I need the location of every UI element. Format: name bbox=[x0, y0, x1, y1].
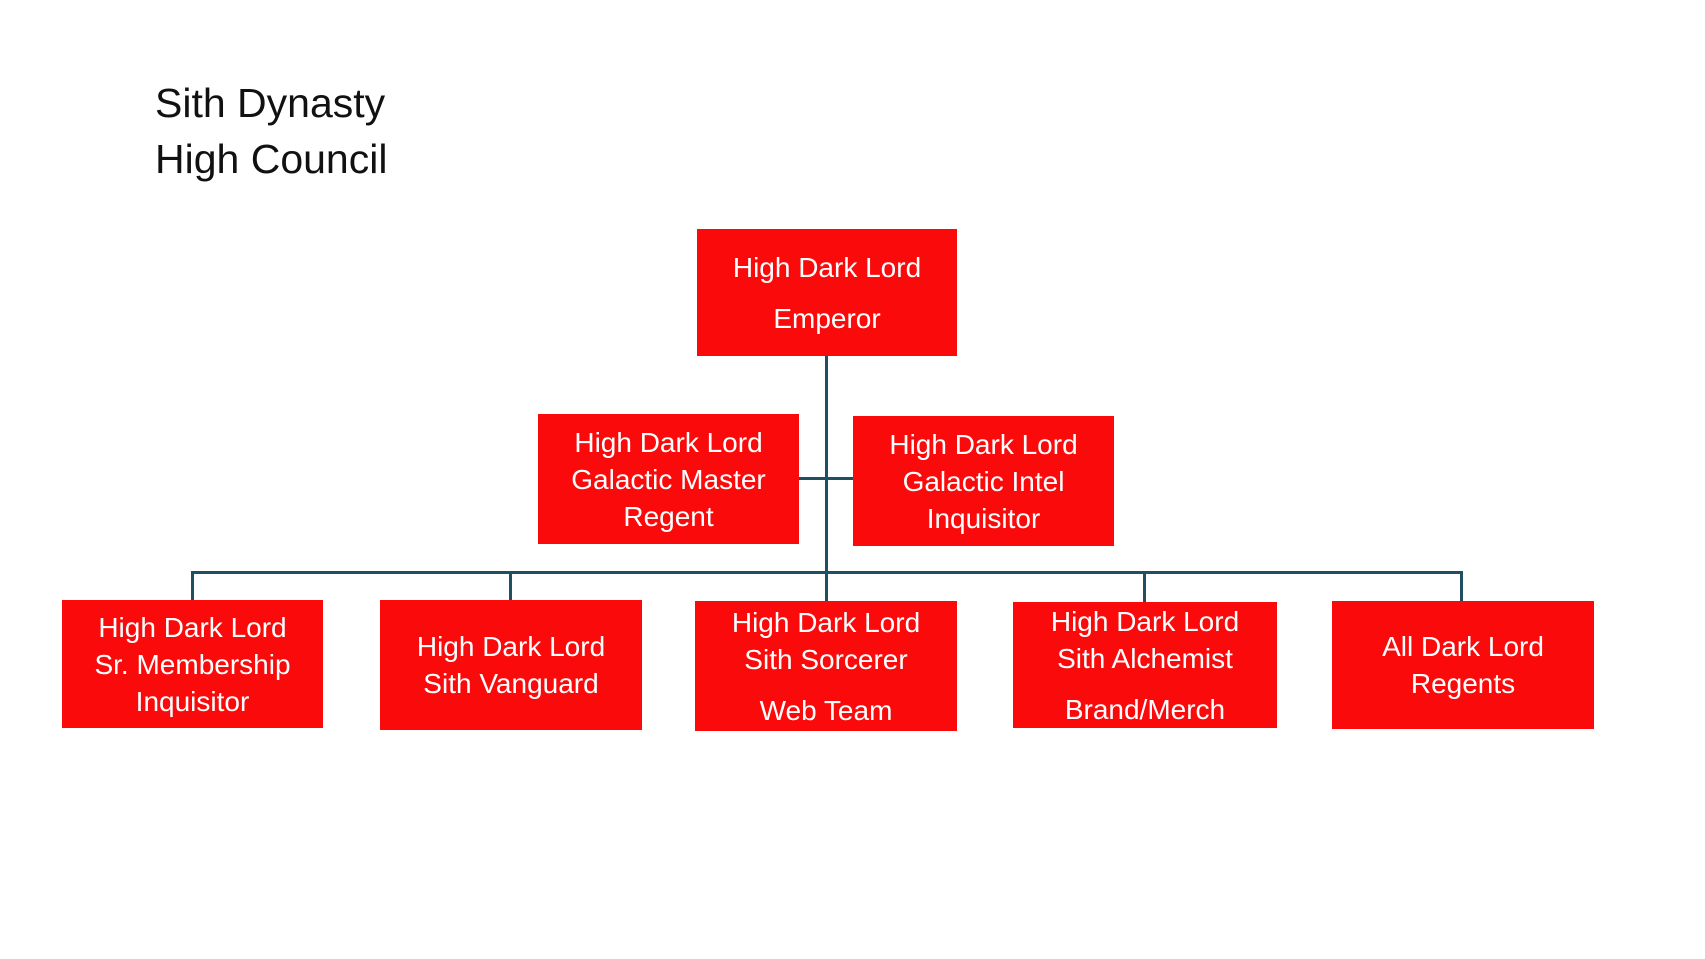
node-line: High Dark Lord bbox=[574, 426, 763, 458]
node-paragraph: Brand/Merch bbox=[1065, 691, 1225, 728]
node-line: Sith Sorcerer bbox=[744, 643, 908, 675]
org-node-all-dark-lord-regents: All Dark Lord Regents bbox=[1332, 601, 1594, 729]
org-node-sith-alchemist-brand-merch: High Dark Lord Sith Alchemist Brand/Merc… bbox=[1013, 602, 1277, 728]
node-line: High Dark Lord bbox=[731, 606, 921, 638]
node-line: Inquisitor bbox=[926, 502, 1041, 534]
node-line: Web Team bbox=[759, 694, 893, 726]
connector-drop-vanguard bbox=[509, 571, 512, 601]
node-line: Galactic Intel bbox=[902, 465, 1065, 497]
diagram-title: Sith Dynasty High Council bbox=[155, 75, 387, 187]
node-line: Regents bbox=[1410, 668, 1516, 699]
connector-stub-mid-level bbox=[799, 477, 853, 480]
node-paragraph: High Dark Lord Sith Alchemist bbox=[1051, 603, 1239, 677]
node-line: Regent bbox=[623, 500, 714, 532]
node-paragraph: High Dark Lord Galactic Intel Inquisitor bbox=[889, 426, 1077, 537]
org-node-galactic-master-regent: High Dark Lord Galactic Master Regent bbox=[538, 414, 799, 544]
node-line: Emperor bbox=[773, 302, 881, 334]
connector-bus-bottom-row bbox=[191, 571, 1463, 574]
node-line: High Dark Lord bbox=[416, 631, 606, 662]
org-node-sith-sorcerer-web-team: High Dark Lord Sith Sorcerer Web Team bbox=[695, 601, 957, 731]
node-paragraph: All Dark Lord Regents bbox=[1382, 628, 1544, 702]
node-paragraph: High Dark Lord Sith Sorcerer bbox=[732, 604, 920, 678]
connector-drop-alchemist bbox=[1143, 571, 1146, 603]
node-line: High Dark Lord bbox=[732, 251, 922, 283]
connector-drop-membership bbox=[191, 571, 194, 601]
node-line: All Dark Lord bbox=[1382, 631, 1544, 662]
node-paragraph: Emperor bbox=[773, 300, 880, 337]
node-line: High Dark Lord bbox=[1050, 605, 1240, 637]
node-paragraph: High Dark Lord bbox=[733, 249, 921, 286]
connector-drop-regents bbox=[1460, 571, 1463, 602]
title-line-2: High Council bbox=[155, 136, 388, 182]
node-line: Sith Alchemist bbox=[1057, 642, 1233, 674]
node-line: High Dark Lord bbox=[889, 428, 1078, 460]
node-line: Inquisitor bbox=[135, 685, 250, 717]
node-paragraph: High Dark Lord Sr. Membership Inquisitor bbox=[94, 609, 290, 720]
org-node-galactic-intel-inquisitor: High Dark Lord Galactic Intel Inquisitor bbox=[853, 416, 1114, 546]
org-node-sith-vanguard: High Dark Lord Sith Vanguard bbox=[380, 600, 642, 730]
node-line: Galactic Master bbox=[571, 463, 766, 495]
node-line: High Dark Lord bbox=[98, 611, 287, 643]
title-line-1: Sith Dynasty bbox=[155, 80, 386, 126]
node-line: Brand/Merch bbox=[1064, 693, 1226, 725]
node-line: Sr. Membership bbox=[94, 648, 291, 680]
org-node-sr-membership-inquisitor: High Dark Lord Sr. Membership Inquisitor bbox=[62, 600, 323, 728]
node-paragraph: Web Team bbox=[760, 692, 893, 729]
node-paragraph: High Dark Lord Galactic Master Regent bbox=[571, 424, 766, 535]
node-line: Sith Vanguard bbox=[423, 668, 599, 699]
node-paragraph: High Dark Lord Sith Vanguard bbox=[417, 628, 605, 702]
org-node-emperor: High Dark Lord Emperor bbox=[697, 229, 957, 356]
